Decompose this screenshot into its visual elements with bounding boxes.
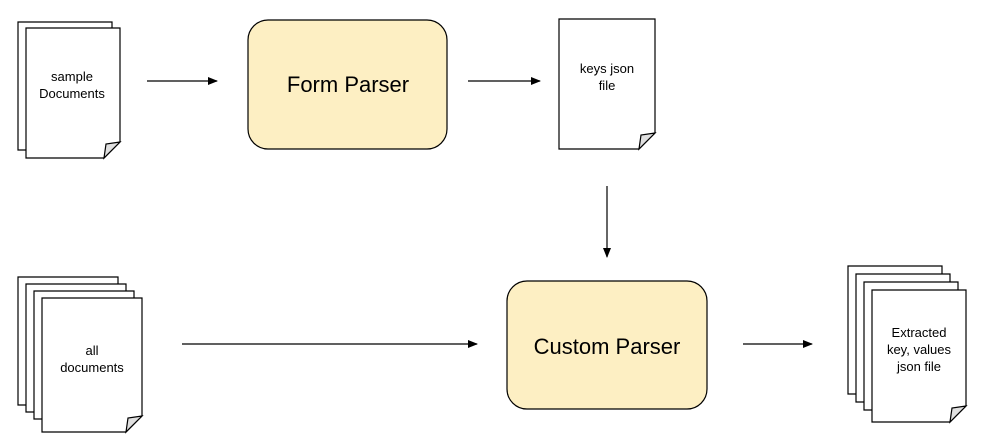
custom-parser-node: Custom Parser	[506, 280, 708, 410]
form-parser-node: Form Parser	[247, 19, 448, 150]
sample-documents-label-line1: sample	[51, 69, 93, 84]
extracted-output-label-line2: key, values	[887, 342, 952, 357]
all-documents-label-line1: all	[85, 343, 98, 358]
custom-parser-box	[506, 280, 708, 410]
sample-documents-node: sample Documents	[17, 21, 122, 160]
document-page-front	[25, 27, 122, 160]
all-documents-label-line2: documents	[60, 360, 124, 375]
keys-json-file-node: keys json file	[558, 18, 657, 151]
custom-parser-label: Custom Parser	[534, 334, 681, 359]
extracted-output-label-line3: json file	[896, 359, 941, 374]
all-documents-node: all documents	[17, 276, 144, 434]
page-fold	[638, 132, 657, 151]
keys-json-file-label-line1: keys json	[580, 61, 634, 76]
form-parser-label: Form Parser	[287, 72, 409, 97]
form-parser-box	[247, 19, 448, 150]
extracted-output-node: Extracted key, values json file	[847, 265, 968, 424]
extracted-output-label-line1: Extracted	[892, 325, 947, 340]
sample-documents-label-line2: Documents	[39, 86, 105, 101]
document-page-front	[41, 297, 144, 434]
keys-json-file-label-line2: file	[599, 78, 616, 93]
document-page-front	[871, 289, 968, 424]
